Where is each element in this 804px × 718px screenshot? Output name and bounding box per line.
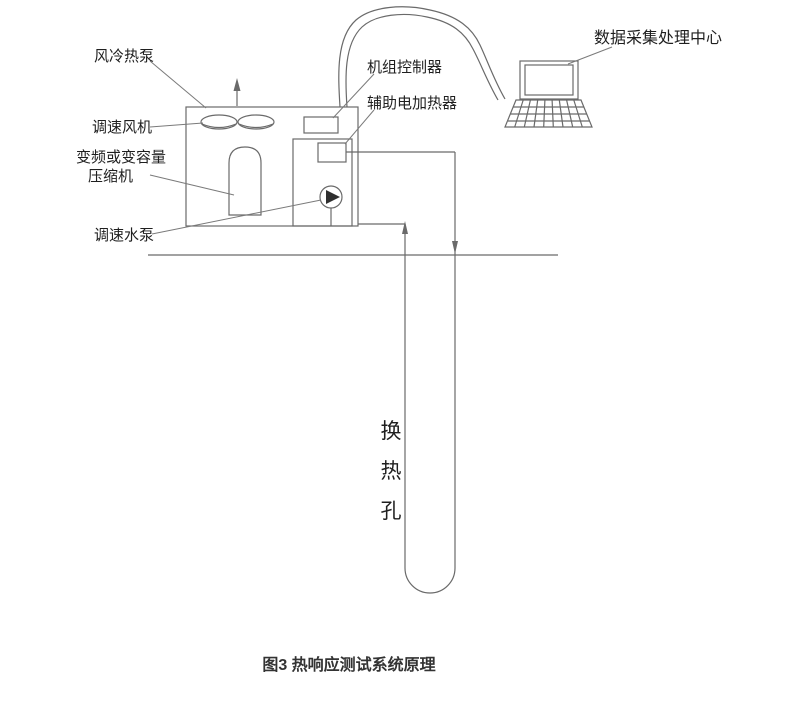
label-variable-speed-fan: 调速风机 bbox=[92, 119, 153, 136]
data-cable bbox=[338, 6, 506, 108]
laptop-icon bbox=[504, 60, 593, 128]
unit-compartment-outline bbox=[292, 138, 353, 227]
label-variable-speed-water-pump: 调速水泵 bbox=[94, 227, 155, 244]
compressor-icon bbox=[228, 146, 262, 216]
label-unit-controller: 机组控制器 bbox=[367, 59, 443, 76]
leader-controller bbox=[332, 73, 375, 119]
utube-bend bbox=[404, 567, 456, 594]
leader-heater bbox=[344, 109, 375, 145]
controller-box bbox=[303, 116, 339, 134]
leader-compressor bbox=[149, 174, 235, 196]
label-heat-exchange-borehole: 换热孔 bbox=[380, 420, 402, 523]
flow-down-arrow-icon bbox=[452, 241, 458, 254]
fan-left-icon bbox=[200, 114, 238, 130]
label-vfd-compressor-line2: 压缩机 bbox=[88, 168, 134, 185]
leader-fan bbox=[149, 122, 204, 128]
figure-caption: 图3 热响应测试系统原理 bbox=[262, 657, 436, 674]
fan-left-blade bbox=[201, 123, 237, 129]
pump-icon bbox=[319, 185, 343, 226]
airflow-up-arrow-icon bbox=[233, 78, 241, 106]
heat-pump-unit-outline bbox=[185, 106, 359, 227]
label-auxiliary-electric-heater: 辅助电加热器 bbox=[367, 95, 458, 112]
fan-right-blade bbox=[238, 123, 274, 129]
fan-right-icon bbox=[237, 114, 275, 130]
label-air-cooled-heat-pump: 风冷热泵 bbox=[94, 48, 155, 65]
heater-box bbox=[317, 142, 347, 163]
label-data-acquisition-center: 数据采集处理中心 bbox=[594, 30, 723, 47]
label-vfd-compressor: 变频或变容量 压缩机 bbox=[76, 148, 166, 186]
leader-data-center bbox=[567, 46, 613, 65]
label-vfd-compressor-line1: 变频或变容量 bbox=[76, 149, 167, 166]
leader-pump bbox=[151, 199, 322, 235]
flow-up-arrow-icon bbox=[402, 221, 408, 234]
pipe-network bbox=[346, 151, 456, 594]
leader-heat-pump bbox=[149, 60, 207, 109]
